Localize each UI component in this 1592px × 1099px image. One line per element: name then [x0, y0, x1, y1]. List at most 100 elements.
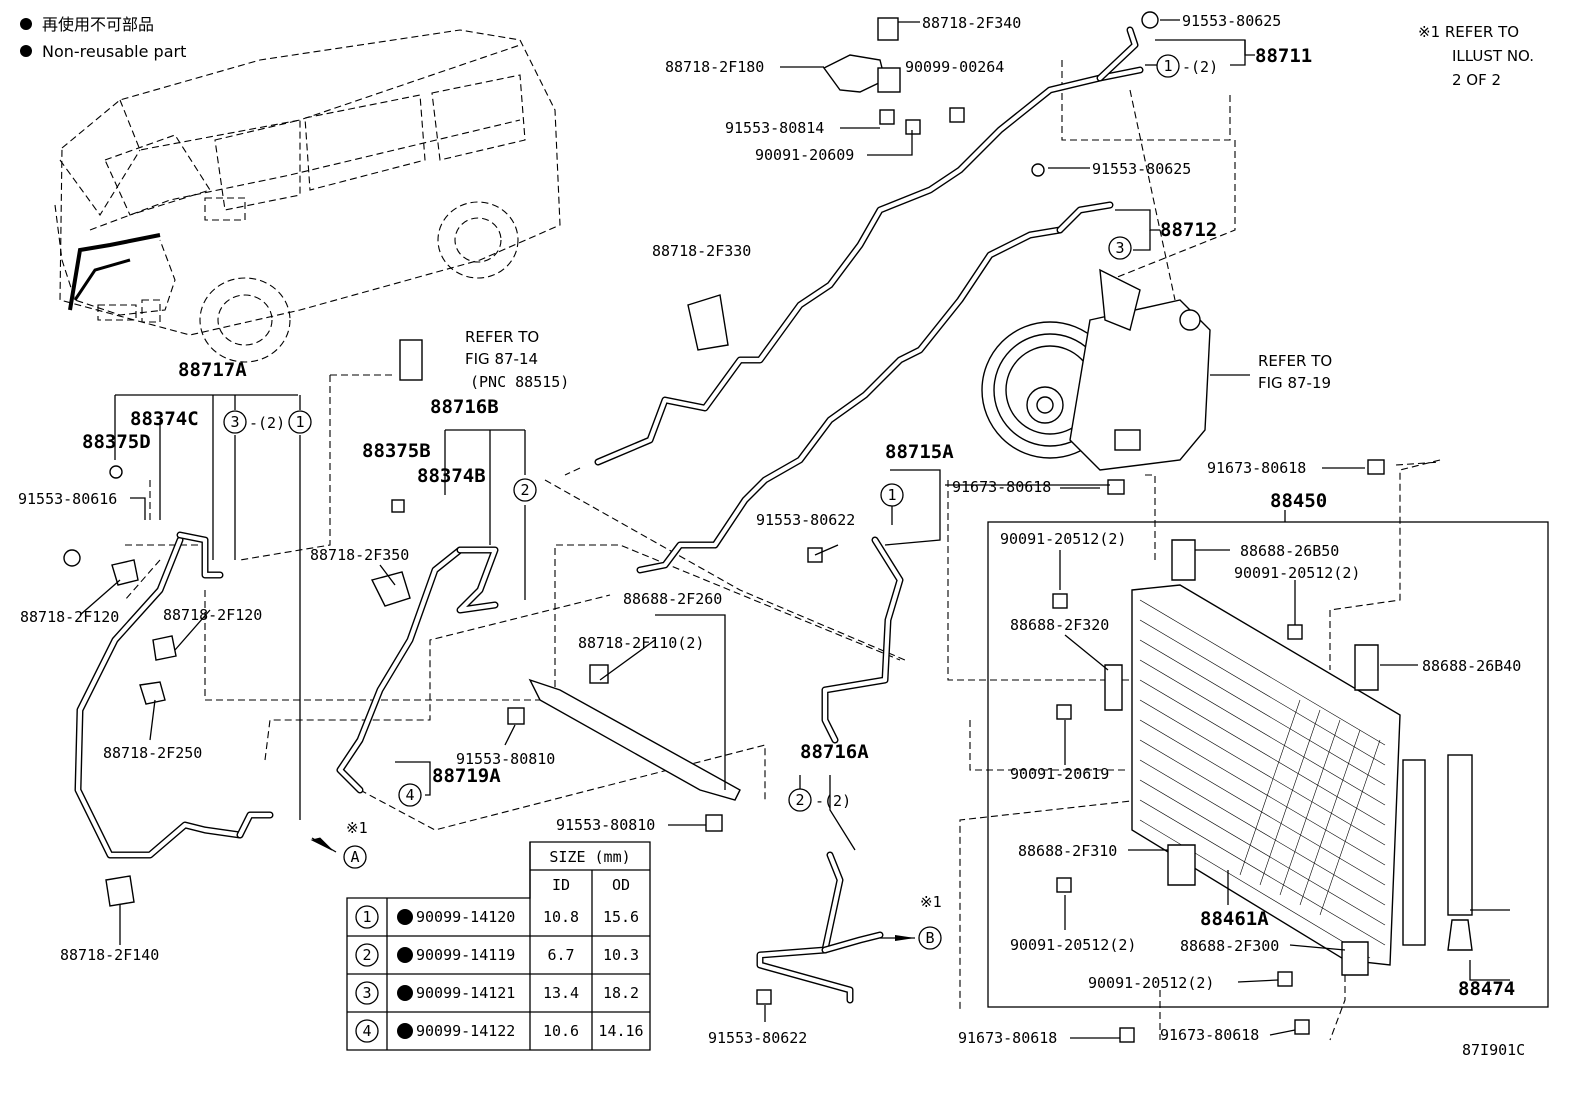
connector-a-label: A — [350, 848, 359, 866]
bullet-icon — [397, 985, 413, 1001]
leader-lines — [79, 19, 1510, 1039]
label-88711: 88711 — [1255, 45, 1312, 67]
row-number: 3 — [362, 984, 371, 1002]
row-id: 13.4 — [543, 984, 579, 1002]
dashed-frames — [124, 60, 1441, 1041]
label-88375D: 88375D — [82, 431, 151, 453]
label-91553-80814: 91553-80814 — [725, 119, 824, 137]
note-line2: ILLUST NO. — [1452, 47, 1534, 65]
label-91673-80618-d: 91673-80618 — [1160, 1026, 1259, 1044]
label-88718-2F180: 88718-2F180 — [665, 58, 764, 76]
bullet-icon — [20, 18, 32, 30]
connection-markers — [310, 837, 915, 941]
table-row: 2 90099-14119 6.7 10.3 — [355, 943, 639, 967]
row-id: 10.8 — [543, 908, 579, 926]
row-number: 4 — [362, 1022, 371, 1040]
note-line1: ※1 REFER TO — [1418, 23, 1519, 41]
label-91673-80618-a: 91673-80618 — [952, 478, 1051, 496]
connector-b-icon — [918, 926, 942, 950]
legend-en: Non-reusable part — [42, 42, 186, 61]
label-88688-2F310: 88688-2F310 — [1018, 842, 1117, 860]
table-row: 1 90099-14120 10.8 15.6 — [355, 905, 639, 929]
row-number: 1 — [362, 908, 371, 926]
label-91553-80625-a: 91553-80625 — [1182, 12, 1281, 30]
label-88688-26B50: 88688-26B50 — [1240, 542, 1339, 560]
compressor — [981, 268, 1211, 471]
row-od: 18.2 — [603, 984, 639, 1002]
label-88712: 88712 — [1160, 219, 1217, 241]
legend-jp: 再使用不可部品 — [42, 15, 154, 34]
van-illustration — [54, 29, 561, 363]
svg-text:1: 1 — [295, 413, 304, 431]
oring-size-table: SIZE (mm) ID OD 1 90099-14120 10.8 15.6 … — [346, 841, 651, 1051]
row-part: 90099-14122 — [416, 1022, 515, 1040]
svg-text:4: 4 — [405, 786, 414, 804]
row-od: 14.16 — [598, 1022, 643, 1040]
ref-87-14-l3: (PNC 88515) — [470, 373, 569, 391]
label-91553-80622-b: 91553-80622 — [708, 1029, 807, 1047]
label-88375B: 88375B — [362, 440, 431, 462]
label-88716A: 88716A — [800, 741, 869, 763]
table-header-size: SIZE (mm) — [549, 848, 630, 866]
svg-text:1: 1 — [887, 486, 896, 504]
note-line3: 2 OF 2 — [1452, 71, 1501, 89]
label-88688-2F300: 88688-2F300 — [1180, 937, 1279, 955]
bullet-icon — [20, 45, 32, 57]
row-od: 15.6 — [603, 908, 639, 926]
mark-1: ※1 — [346, 819, 368, 837]
label-88688-26B40: 88688-26B40 — [1422, 657, 1521, 675]
table-row: 3 90099-14121 13.4 18.2 — [355, 981, 639, 1005]
label-88718-2F140: 88718-2F140 — [60, 946, 159, 964]
label-91673-80618-b: 91673-80618 — [1207, 459, 1306, 477]
label-88461A: 88461A — [1200, 908, 1269, 930]
oring-refs: 1 3 3 1 2 1 4 2 A B — [223, 54, 1180, 950]
label-88688-2F260: 88688-2F260 — [623, 590, 722, 608]
label-88718-2F120-b: 88718-2F120 — [163, 606, 262, 624]
row-id: 10.6 — [543, 1022, 579, 1040]
table-header-id: ID — [552, 876, 570, 894]
mark-2: ※1 — [920, 893, 942, 911]
label-88450: 88450 — [1270, 490, 1327, 512]
label-88717A: 88717A — [178, 359, 247, 381]
label-88716B: 88716B — [430, 396, 499, 418]
refrigerant-pipes — [74, 26, 1144, 1004]
label-91553-80810-b: 91553-80810 — [556, 816, 655, 834]
label-88374B: 88374B — [417, 465, 486, 487]
label-88688-2F320: 88688-2F320 — [1010, 616, 1109, 634]
ref-87-19-l2: FIG 87-19 — [1258, 374, 1331, 392]
label-90091-20609: 90091-20609 — [755, 146, 854, 164]
row-id: 6.7 — [547, 946, 574, 964]
bullet-icon — [397, 947, 413, 963]
label-91553-80622-a: 91553-80622 — [756, 511, 855, 529]
bullet-icon — [397, 909, 413, 925]
label-88718-2F330: 88718-2F330 — [652, 242, 751, 260]
row-part: 90099-14119 — [416, 946, 515, 964]
label-91553-80616: 91553-80616 — [18, 490, 117, 508]
label-91553-80625-b: 91553-80625 — [1092, 160, 1191, 178]
table-row: 4 90099-14122 10.6 14.16 — [355, 1019, 644, 1043]
row-number: 2 — [362, 946, 371, 964]
label-88718-2F120-a: 88718-2F120 — [20, 608, 119, 626]
row-od: 10.3 — [603, 946, 639, 964]
svg-text:3: 3 — [1115, 239, 1124, 257]
label-88718-2F110: 88718-2F110(2) — [578, 634, 704, 652]
bullet-icon — [397, 1023, 413, 1039]
label-90091-20512-d: 90091-20512(2) — [1088, 974, 1214, 992]
label-88474: 88474 — [1458, 978, 1515, 1000]
ref-87-19-l1: REFER TO — [1258, 352, 1332, 370]
connector-b-label: B — [925, 929, 934, 947]
label-91673-80618-c: 91673-80618 — [958, 1029, 1057, 1047]
small-parts — [63, 11, 1385, 1043]
label-90091-20512-b: 90091-20512(2) — [1234, 564, 1360, 582]
label-1-2-top: -(2) — [1182, 58, 1218, 76]
label-88374C: 88374C — [130, 408, 199, 430]
label-88718-2F250: 88718-2F250 — [103, 744, 202, 762]
svg-text:3: 3 — [230, 413, 239, 431]
label-88719A: 88719A — [432, 765, 501, 787]
label-88715A: 88715A — [885, 441, 954, 463]
table-header-od: OD — [612, 876, 630, 894]
label-2-2: -(2) — [815, 792, 851, 810]
legend: 再使用不可部品 Non-reusable part — [20, 15, 186, 61]
label-91553-80810-a: 91553-80810 — [456, 750, 555, 768]
